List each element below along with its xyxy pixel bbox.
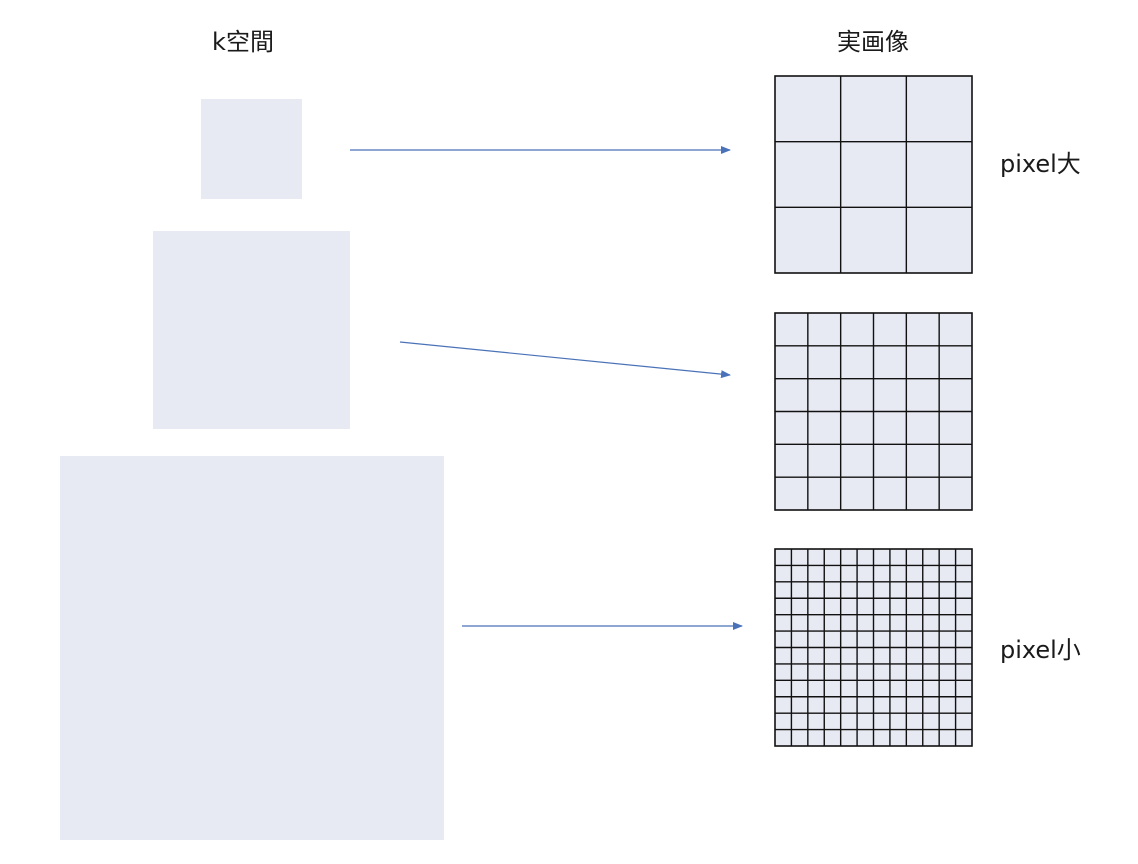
kspace-column-label: k空間 bbox=[212, 28, 274, 56]
image-grid-frame bbox=[774, 75, 973, 274]
image-grid-medium-pixels bbox=[774, 312, 973, 511]
kspace-square-small bbox=[201, 99, 302, 199]
image-column-label: 実画像 bbox=[837, 28, 909, 56]
kspace-square-large bbox=[60, 456, 444, 840]
image-grid-small-pixels bbox=[774, 548, 973, 747]
large-pixel-label: pixel大 bbox=[1000, 150, 1081, 178]
image-grid-large-pixels bbox=[774, 75, 973, 274]
kspace-square-medium bbox=[153, 231, 350, 429]
small-pixel-label: pixel小 bbox=[1000, 636, 1081, 664]
arrow-row-2 bbox=[399, 341, 731, 379]
